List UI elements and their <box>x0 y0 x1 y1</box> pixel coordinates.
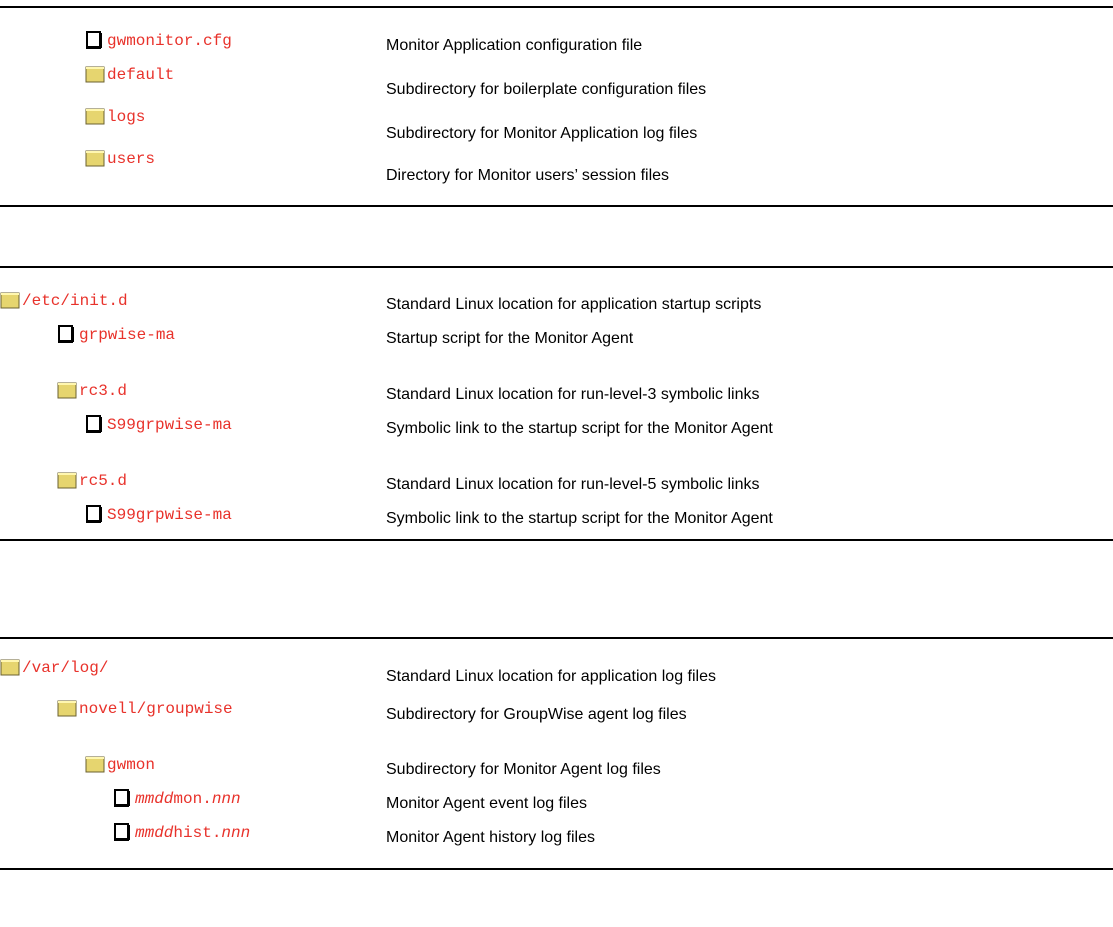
entry-name: S99grpwise-ma <box>107 416 232 434</box>
entry-description: Standard Linux location for run-level-5 … <box>386 476 760 493</box>
entry-name: rc3.d <box>79 382 128 400</box>
section-3-top-rule <box>0 637 1113 639</box>
tree-entry-gwmonitor-cfg[interactable]: gwmonitor.cfg <box>85 22 232 50</box>
section-1-top-rule <box>0 6 1113 8</box>
section-2-top-rule <box>0 266 1113 268</box>
entry-name: mmddhist.nnn <box>135 824 250 842</box>
file-icon <box>86 31 102 49</box>
folder-icon <box>57 700 77 717</box>
entry-name-date-part: mmdd <box>135 790 174 808</box>
entry-description: Startup script for the Monitor Agent <box>386 330 634 347</box>
entry-name: /etc/init.d <box>22 292 128 310</box>
file-icon <box>58 325 74 343</box>
folder-icon <box>85 150 105 167</box>
tree-entry-mmddhist-nnn[interactable]: mmddhist.nnn <box>113 814 250 842</box>
file-icon <box>86 505 102 523</box>
entry-description: Subdirectory for boilerplate configurati… <box>386 81 707 98</box>
folder-icon <box>57 472 77 489</box>
entry-name: grpwise-ma <box>79 326 176 344</box>
entry-description: Standard Linux location for run-level-3 … <box>386 386 760 403</box>
entry-name-number-part: nnn <box>221 824 251 842</box>
entry-description: Symbolic link to the startup script for … <box>386 420 773 437</box>
entry-description: Directory for Monitor users’ session fil… <box>386 167 670 184</box>
file-icon <box>114 823 130 841</box>
entry-name: gwmonitor.cfg <box>107 32 232 50</box>
tree-entry-novell-groupwise[interactable]: novell/groupwise <box>57 690 233 718</box>
entry-name: S99grpwise-ma <box>107 506 232 524</box>
entry-name-number-part: nnn <box>211 790 241 808</box>
file-icon <box>86 415 102 433</box>
entry-name: users <box>107 150 156 168</box>
entry-name-fixed-part: hist. <box>173 824 222 842</box>
folder-icon <box>57 382 77 399</box>
tree-entry-var-log[interactable]: /var/log/ <box>0 649 108 677</box>
entry-description: Symbolic link to the startup script for … <box>386 510 773 527</box>
tree-entry-rc3-d[interactable]: rc3.d <box>57 372 127 400</box>
entry-description: Subdirectory for Monitor Agent log files <box>386 761 661 778</box>
entry-name: rc5.d <box>79 472 128 490</box>
entry-description: Standard Linux location for application … <box>386 296 762 313</box>
entry-name-fixed-part: mon. <box>173 790 212 808</box>
entry-description: Monitor Agent history log files <box>386 829 595 846</box>
tree-entry-logs[interactable]: logs <box>85 98 145 126</box>
entry-name: gwmon <box>107 756 156 774</box>
folder-icon <box>0 292 20 309</box>
file-icon <box>114 789 130 807</box>
folder-icon <box>85 108 105 125</box>
entry-name-date-part: mmdd <box>135 824 174 842</box>
entry-description: Subdirectory for Monitor Application log… <box>386 125 698 142</box>
tree-entry-s99grpwise-ma-rc3[interactable]: S99grpwise-ma <box>85 406 232 434</box>
entry-description: Standard Linux location for application … <box>386 668 716 685</box>
entry-name: logs <box>107 108 146 126</box>
tree-entry-s99grpwise-ma-rc5[interactable]: S99grpwise-ma <box>85 496 232 524</box>
tree-entry-default[interactable]: default <box>85 56 174 84</box>
tree-entry-mmddmon-nnn[interactable]: mmddmon.nnn <box>113 780 241 808</box>
folder-icon <box>85 66 105 83</box>
tree-entry-etc-init-d[interactable]: /etc/init.d <box>0 282 128 310</box>
tree-entry-rc5-d[interactable]: rc5.d <box>57 462 127 490</box>
section-3-bottom-rule <box>0 868 1113 870</box>
entry-name: /var/log/ <box>22 659 109 677</box>
folder-icon <box>85 756 105 773</box>
entry-name: mmddmon.nnn <box>135 790 241 808</box>
section-2-bottom-rule <box>0 539 1113 541</box>
entry-name: default <box>107 66 175 84</box>
entry-description: Monitor Application configuration file <box>386 37 643 54</box>
tree-entry-gwmon[interactable]: gwmon <box>85 746 155 774</box>
entry-description: Subdirectory for GroupWise agent log fil… <box>386 706 687 723</box>
entry-description: Monitor Agent event log files <box>386 795 588 812</box>
tree-entry-users[interactable]: users <box>85 140 155 168</box>
section-1-bottom-rule <box>0 205 1113 207</box>
tree-entry-grpwise-ma[interactable]: grpwise-ma <box>57 316 175 344</box>
entry-name: novell/groupwise <box>79 700 233 718</box>
folder-icon <box>0 659 20 676</box>
